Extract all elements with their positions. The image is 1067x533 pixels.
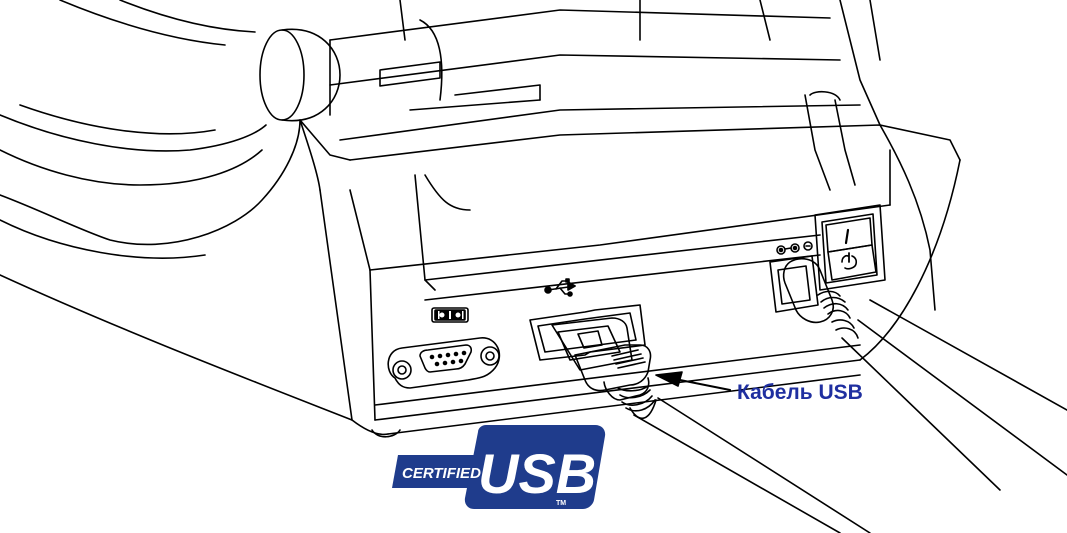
usb-cable — [633, 397, 871, 533]
certified-usb-logo: CERTIFIED USB TM — [392, 425, 606, 509]
usb-trident-icon — [544, 278, 576, 297]
usb-port — [529, 304, 646, 361]
logo-usb-text: USB — [478, 442, 596, 505]
logo-usb-shield — [464, 425, 606, 509]
usb-cable-plug — [551, 317, 657, 420]
callout-arrow — [655, 371, 731, 391]
usb-cable-callout-label: Кабель USB — [737, 381, 863, 404]
logo-certified-bar — [392, 455, 490, 488]
serial-port — [387, 337, 501, 389]
top-cover — [299, 0, 881, 161]
printer-side-body — [0, 0, 389, 436]
serial-port-symbol-icon — [431, 307, 469, 323]
logo-certified-text: CERTIFIED — [402, 465, 481, 482]
power-cable-plug — [782, 257, 859, 339]
rear-housing — [349, 90, 961, 421]
connector-panel — [371, 344, 861, 438]
power-cable — [841, 299, 1067, 491]
hinge-knob — [259, 28, 341, 122]
power-jack — [769, 255, 819, 313]
logo-tm-text: TM — [556, 500, 566, 507]
power-switch — [814, 204, 886, 291]
dc-polarity-icon — [776, 241, 813, 255]
